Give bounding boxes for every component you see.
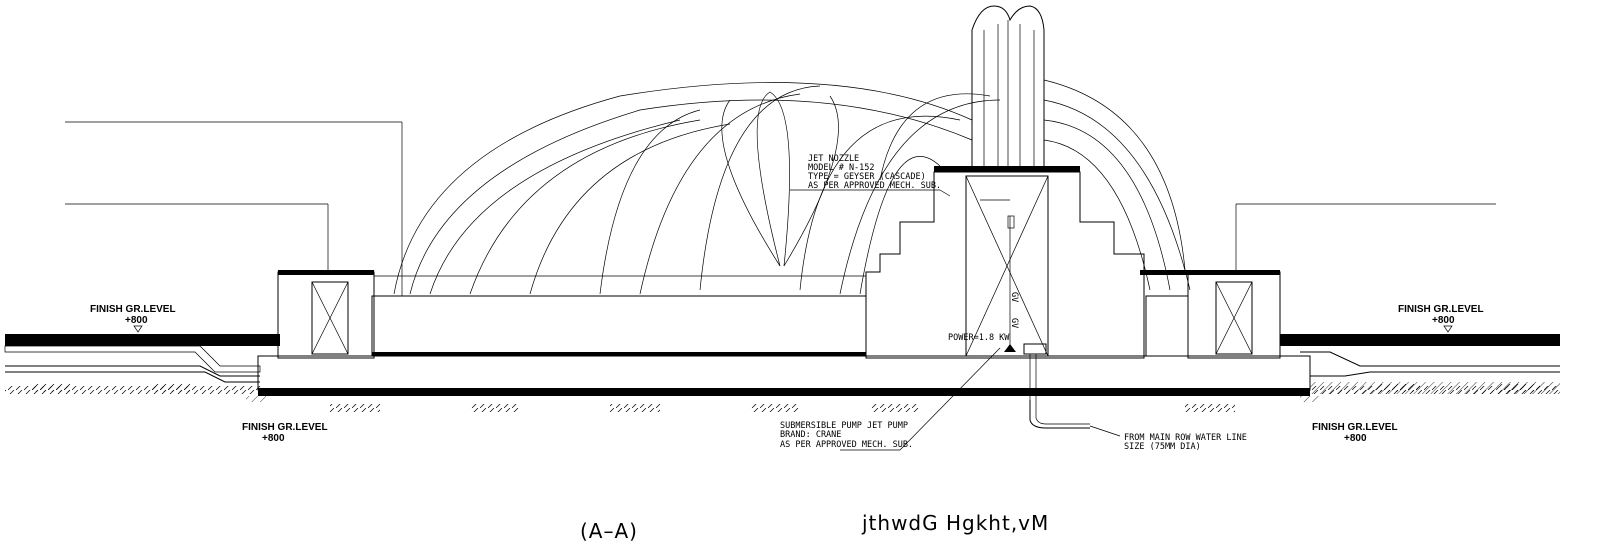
level-markers — [133, 325, 1453, 333]
water-line-note: FROM MAIN ROW WATER LINE — [1124, 433, 1247, 443]
pump-note: AS PER APPROVED MECH. SUB. — [780, 440, 913, 450]
finish-level-value: +800 — [1432, 315, 1455, 326]
finish-level-label: FINISH GR.LEVEL — [1398, 304, 1484, 315]
jet-nozzle-note: MODEL # N-152 — [808, 163, 875, 173]
power-note: POWER=1.8 KW — [948, 333, 1010, 343]
jet-nozzle-note: JET NOZZLE — [808, 154, 859, 164]
finish-level-value: +800 — [125, 315, 148, 326]
finish-level-label: FINISH GR.LEVEL — [90, 304, 176, 315]
finish-level-label: FINISH GR.LEVEL — [242, 422, 328, 433]
ground-left — [4, 334, 280, 394]
right-basin — [1140, 270, 1281, 359]
drawing-title: jthwdG Hgkht,vM — [861, 511, 1049, 535]
pump-and-pipes — [980, 199, 1121, 437]
leader-lines — [65, 121, 1496, 451]
pipe-tag: GV — [1009, 318, 1019, 328]
finish-level-value: +800 — [1344, 433, 1367, 444]
jet-nozzle-note: TYPE = GEYSER (CASCADE) — [808, 172, 926, 182]
water-jet-arcs — [393, 79, 1191, 295]
base-slab — [246, 355, 1320, 402]
pump-note: BRAND: CRANE — [780, 430, 841, 440]
section-title: (A–A) — [580, 519, 638, 543]
ground-blocks — [30, 384, 1540, 412]
left-pool-wall — [277, 270, 375, 359]
cascade-tower — [971, 5, 1045, 166]
jet-nozzle-note: AS PER APPROVED MECH. SUB. — [808, 181, 941, 191]
finish-level-value: +800 — [262, 433, 285, 444]
finish-level-label: FINISH GR.LEVEL — [1312, 422, 1398, 433]
water-line-note: SIZE (75MM DIA) — [1124, 442, 1201, 452]
main-basin — [371, 275, 867, 357]
pump-note: SUBMERSIBLE PUMP JET PUMP — [780, 421, 908, 431]
ground-right — [1280, 334, 1560, 394]
central-structure — [865, 166, 1145, 359]
pipe-tag: GV — [1009, 292, 1019, 302]
